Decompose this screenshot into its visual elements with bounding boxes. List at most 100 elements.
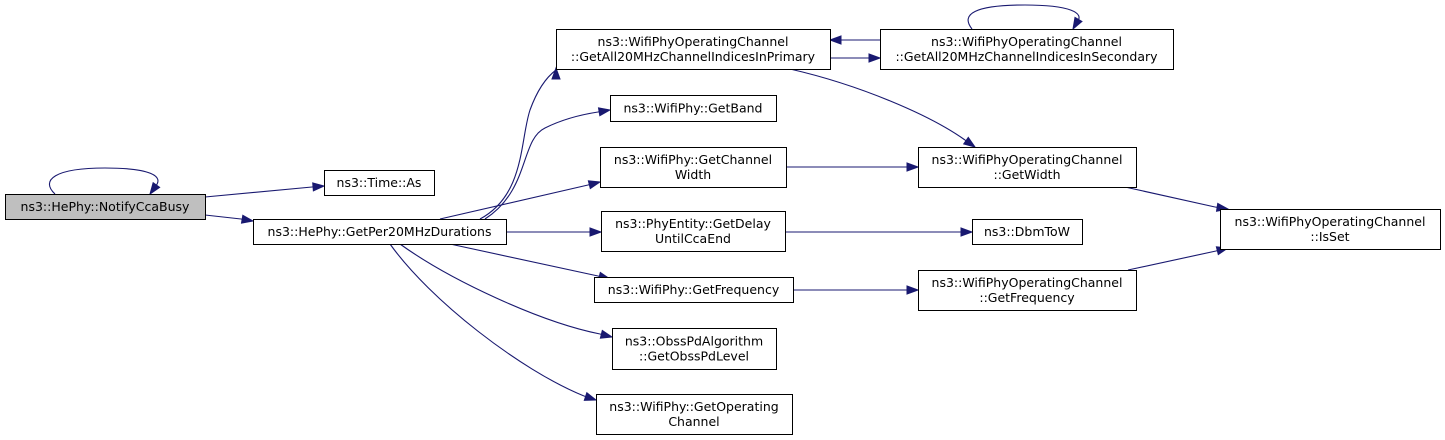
node-box[interactable] — [612, 328, 777, 370]
arrowhead — [868, 53, 882, 63]
arrowhead — [962, 136, 977, 148]
node-box[interactable] — [1220, 209, 1441, 250]
edge-secondary-indices-to-secondary-indices — [967, 4, 1083, 31]
arrowhead — [828, 35, 842, 45]
edge-line — [204, 214, 242, 220]
node-label-line: Width — [675, 167, 711, 182]
arrowhead — [1072, 16, 1083, 31]
edge-get-per20-to-get-channel-width — [439, 180, 602, 220]
arrowhead — [597, 107, 612, 117]
node-box[interactable] — [253, 219, 507, 245]
node-get-frequency[interactable]: ns3::WifiPhy::GetFrequency — [594, 277, 794, 303]
arrowhead — [906, 285, 920, 295]
node-box[interactable] — [918, 270, 1137, 311]
node-label-line: ::GetObssPdLevel — [639, 349, 749, 364]
node-box[interactable] — [600, 147, 787, 188]
node-box[interactable] — [880, 29, 1174, 70]
node-label-line: ns3::WifiPhyOperatingChannel — [931, 34, 1122, 49]
node-label-line: ns3::HePhy::GetPer20MHzDurations — [268, 224, 492, 239]
nodes-layer: ns3::HePhy::NotifyCcaBusyns3::Time::Asns… — [5, 29, 1441, 435]
arrowhead — [551, 66, 561, 80]
node-label-line: ns3::ObssPdAlgorithm — [625, 334, 763, 349]
node-label-line: ns3::DbmToW — [984, 224, 1070, 239]
node-is-set[interactable]: ns3::WifiPhyOperatingChannel::IsSet — [1220, 209, 1441, 250]
edge-get-per20-to-primary-indices — [479, 66, 561, 220]
node-label-line: ns3::Time::As — [337, 175, 422, 190]
edge-notify-cca-busy-to-get-per20 — [204, 214, 255, 224]
node-label-line: ::IsSet — [1310, 229, 1349, 244]
node-get-per20[interactable]: ns3::HePhy::GetPer20MHzDurations — [253, 219, 507, 245]
node-box[interactable] — [596, 394, 793, 435]
node-box[interactable] — [610, 95, 777, 122]
edge-line — [204, 186, 313, 198]
edge-line — [439, 184, 589, 220]
edge-line — [789, 68, 966, 141]
edge-get-per20-to-get-frequency — [449, 243, 612, 281]
edge-line — [1124, 186, 1216, 208]
edge-get-frequency-to-op-get-frequency — [793, 285, 920, 295]
node-dbm-to-w[interactable]: ns3::DbmToW — [972, 219, 1083, 245]
node-box[interactable] — [324, 170, 435, 196]
node-label-line: ns3::WifiPhy::GetBand — [624, 101, 763, 116]
edge-get-per20-to-get-band — [484, 107, 612, 220]
edge-line — [389, 243, 585, 397]
node-notify-cca-busy[interactable]: ns3::HePhy::NotifyCcaBusy — [5, 194, 206, 220]
node-box[interactable] — [5, 194, 206, 220]
edge-get-channel-width-to-op-get-width — [786, 162, 920, 172]
arrowhead — [960, 227, 974, 237]
node-box[interactable] — [594, 277, 794, 303]
arrowhead — [599, 329, 614, 339]
node-label-line: ::GetWidth — [993, 167, 1060, 182]
edge-get-per20-to-get-delay — [506, 227, 603, 237]
edge-op-get-frequency-to-is-set — [1127, 246, 1230, 271]
node-label-line: ::GetAll20MHzChannelIndicesInSecondary — [895, 49, 1158, 64]
edge-line — [484, 111, 599, 220]
arrowhead — [312, 182, 326, 192]
node-op-get-frequency[interactable]: ns3::WifiPhyOperatingChannel::GetFrequen… — [918, 270, 1137, 311]
edge-primary-indices-to-secondary-indices — [830, 53, 882, 63]
node-obss-pd[interactable]: ns3::ObssPdAlgorithm::GetObssPdLevel — [612, 328, 777, 370]
node-label-line: ns3::WifiPhy::GetOperating — [609, 399, 778, 414]
edge-line — [479, 69, 557, 220]
node-time-as[interactable]: ns3::Time::As — [324, 170, 435, 196]
arrowhead — [906, 162, 920, 172]
node-box[interactable] — [556, 29, 831, 70]
node-box[interactable] — [601, 211, 786, 252]
edge-notify-cca-busy-to-time-as — [204, 182, 326, 198]
node-label-line: UntilCcaEnd — [655, 231, 731, 246]
node-label-line: ns3::HePhy::NotifyCcaBusy — [21, 199, 190, 214]
edge-line — [1127, 250, 1217, 271]
node-primary-indices[interactable]: ns3::WifiPhyOperatingChannel::GetAll20MH… — [556, 29, 831, 70]
edge-primary-indices-to-op-get-width — [789, 68, 977, 148]
edge-notify-cca-busy-to-notify-cca-busy — [49, 167, 161, 196]
edge-secondary-indices-to-primary-indices — [828, 35, 880, 45]
arrowhead — [149, 181, 161, 196]
node-get-band[interactable]: ns3::WifiPhy::GetBand — [610, 95, 777, 122]
edge-get-per20-to-get-operating-channel — [389, 243, 598, 401]
edge-line — [399, 243, 601, 335]
node-label-line: Channel — [668, 414, 719, 429]
node-label-line: ns3::WifiPhy::GetFrequency — [608, 282, 780, 297]
node-label-line: ns3::WifiPhyOperatingChannel — [598, 34, 789, 49]
node-box[interactable] — [918, 147, 1137, 188]
arrowhead — [587, 180, 602, 190]
edges-layer — [49, 4, 1230, 401]
node-op-get-width[interactable]: ns3::WifiPhyOperatingChannel::GetWidth — [918, 147, 1137, 188]
node-box[interactable] — [972, 219, 1083, 245]
node-label-line: ns3::PhyEntity::GetDelay — [615, 216, 771, 231]
node-label-line: ::GetFrequency — [979, 290, 1075, 305]
node-secondary-indices[interactable]: ns3::WifiPhyOperatingChannel::GetAll20MH… — [880, 29, 1174, 70]
edge-op-get-width-to-is-set — [1124, 186, 1230, 212]
edge-line — [49, 167, 159, 195]
arrowhead — [583, 391, 598, 401]
edge-line — [449, 243, 599, 277]
arrowhead — [240, 214, 255, 224]
edge-line — [967, 4, 1080, 30]
node-label-line: ns3::WifiPhy::GetChannel — [614, 152, 772, 167]
edge-get-per20-to-obss-pd — [399, 243, 614, 339]
node-label-line: ::GetAll20MHzChannelIndicesInPrimary — [571, 49, 816, 64]
